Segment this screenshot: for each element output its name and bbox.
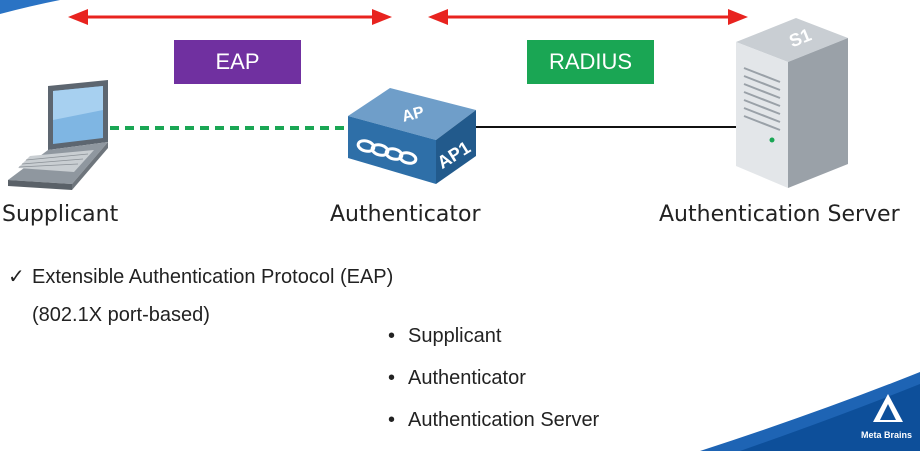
laptop-icon [8,80,108,190]
access-point-icon: AP AP1 [348,88,476,184]
server-label: Authentication Server [659,202,900,227]
eap-badge: EAP [174,40,301,84]
authenticator-label: Authenticator [330,202,481,227]
arrow-head-left [428,9,448,25]
server-icon: S1 [736,18,848,188]
list-item-label: Authentication Server [408,409,600,431]
bullet-icon: • [388,367,396,389]
arrow-head-right [728,9,748,25]
brand-corner [700,372,920,451]
port-based-note: (802.1X port-based) [32,304,210,326]
radius-badge: RADIUS [527,40,654,84]
radius-span-arrow [428,9,748,25]
list-item-label: Supplicant [408,325,502,347]
eap-badge-label: EAP [215,49,260,74]
arrow-head-right [372,9,392,25]
bullet-icon: • [388,409,396,431]
eap-description: ✓ Extensible Authentication Protocol (EAP… [8,264,393,289]
list-item: • Authenticator [388,367,526,390]
list-item-label: Authenticator [408,367,526,389]
corner-accent [0,0,60,14]
eap-description-text: Extensible Authentication Protocol (EAP) [32,266,394,288]
supplicant-link [110,126,348,130]
meta-brains-logo [873,394,903,422]
list-item: • Supplicant [388,325,501,348]
check-mark-icon: ✓ [8,266,25,288]
brand-name: Meta Brains [861,430,913,440]
bullet-icon: • [388,325,396,347]
server-link [476,126,740,128]
supplicant-label: Supplicant [2,202,119,227]
list-item: • Authentication Server [388,409,599,432]
eap-span-arrow [68,9,392,25]
arrow-head-left [68,9,88,25]
ap-top-label: AP [400,104,426,126]
radius-badge-label: RADIUS [548,49,633,74]
